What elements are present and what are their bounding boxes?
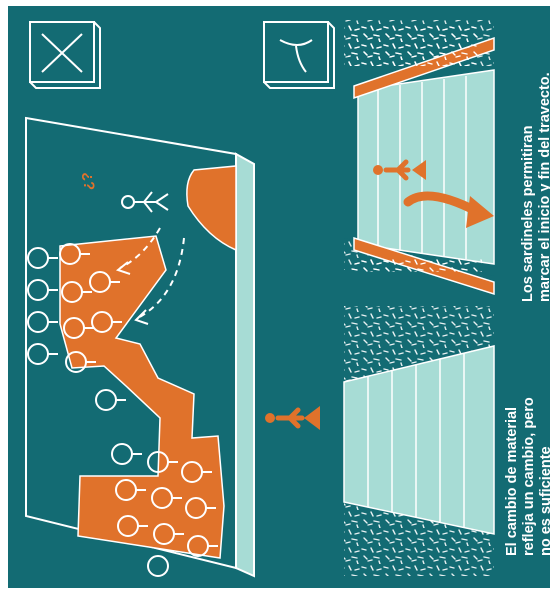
caption-material-line-2: refleja un cambio, pero [521, 397, 537, 556]
question-marks: ¿? [80, 172, 96, 190]
caption-curbs-line-1: Los sardineles permitiran [520, 126, 536, 302]
plaza-slab-edge [236, 154, 254, 576]
caption-material-line-3: no es suficiente [538, 446, 550, 556]
curbed-path-scene [344, 20, 494, 294]
illustration: ¿? [8, 6, 550, 588]
caption-curbs-line-2: marcar el inicio y fin del travecto. [537, 72, 550, 302]
material-change-scene [344, 306, 494, 576]
caption-material-line-1: El cambio de material [504, 407, 520, 556]
illustration-svg: ¿? [8, 6, 550, 588]
